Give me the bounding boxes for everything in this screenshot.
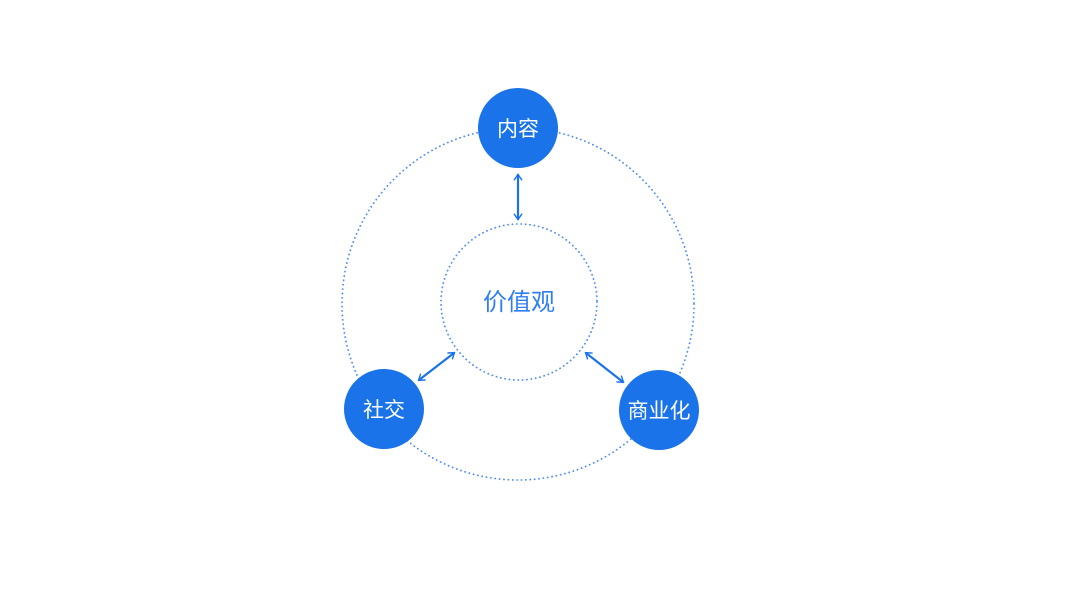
- outer-orbit-ring: [341, 127, 695, 481]
- node-commercialization: 商业化: [619, 370, 699, 450]
- node-content-label: 内容: [497, 118, 539, 141]
- node-commercialization-label: 商业化: [628, 400, 691, 423]
- node-content: 内容: [478, 88, 558, 168]
- node-social-circle: [344, 369, 424, 449]
- center-dotted-ring: [440, 223, 598, 381]
- node-social: 社交: [344, 369, 424, 449]
- center-node-label: 价值观: [483, 289, 555, 316]
- node-commercialization-circle: [619, 370, 699, 450]
- node-social-label: 社交: [363, 399, 405, 422]
- arrow-commercialization-center: [584, 351, 625, 384]
- arrow-social-center: [417, 351, 456, 382]
- node-content-circle: [478, 88, 558, 168]
